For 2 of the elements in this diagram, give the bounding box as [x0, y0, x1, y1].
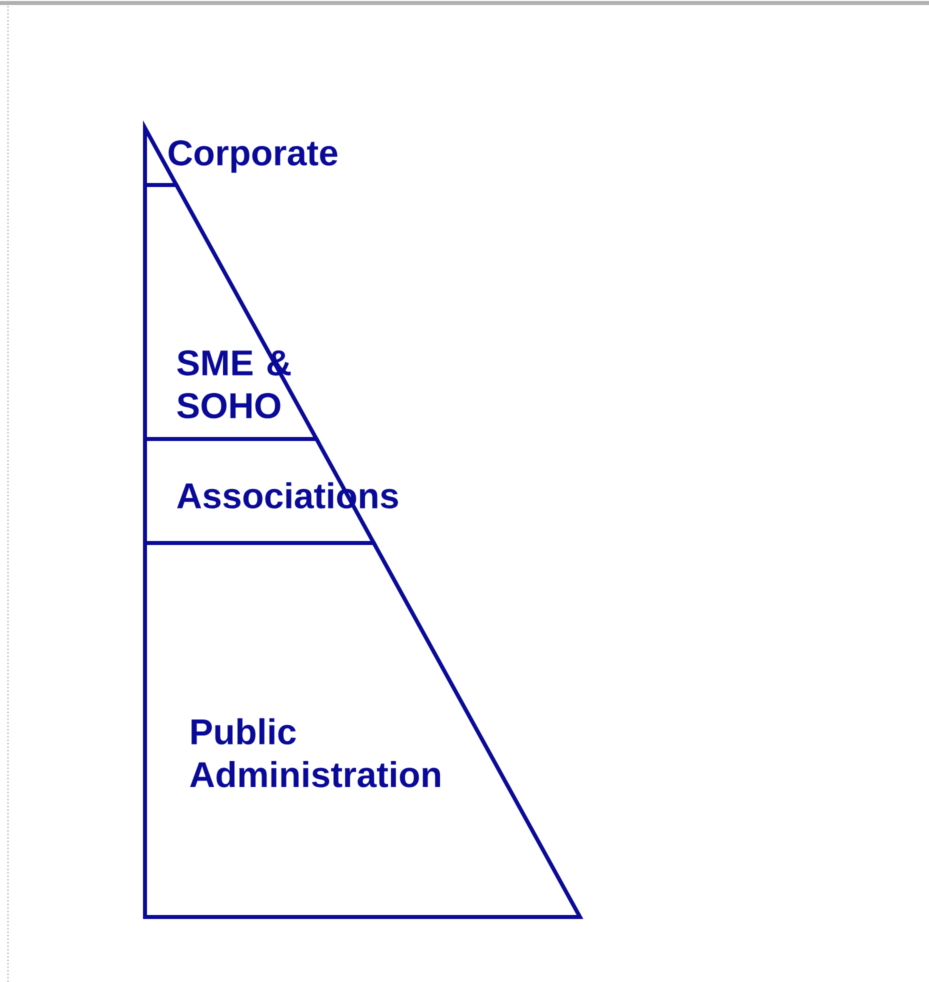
node-label: Corporate: [168, 140, 338, 173]
pyramid-band: Public Administration: [143, 541, 584, 919]
